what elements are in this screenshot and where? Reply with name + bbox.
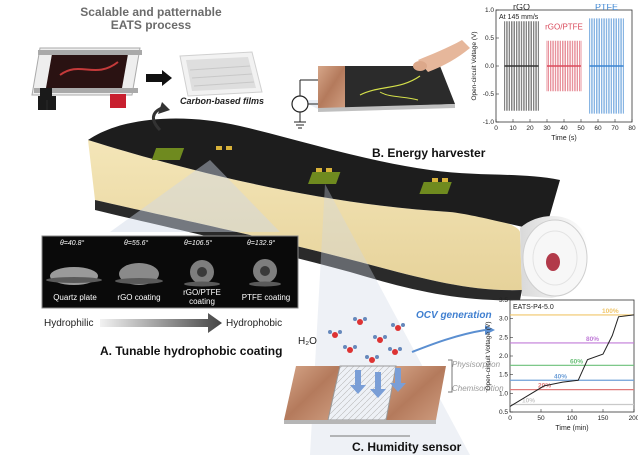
process-title-line1: Scalable and patternable [80,5,222,19]
angle-rgo-ptfe: θ=106.5° [184,240,213,247]
humidity-x-tick-label: 100 [567,415,578,422]
harvester-device [318,66,455,112]
droplet-rgo [115,263,163,285]
h2o-label: H₂O [298,336,317,347]
water-molecules [328,317,405,363]
finger-illustration [413,40,470,72]
humidity-y-tick-label: 1.5 [499,372,508,379]
angle-ptfe: θ=132.9° [247,240,276,247]
energy-harvester-title: B. Energy harvester [372,146,486,160]
hydrophobic-label: Hydrophobic [226,318,283,329]
process-title-line2: EATS process [110,18,192,32]
energy-x-tick-label: 0 [494,125,498,132]
energy-y-tick-label: 0.0 [485,63,494,70]
energy-x-tick-label: 60 [594,125,602,132]
curve-arrow-head [158,102,170,114]
energy-x-tick-label: 70 [611,125,619,132]
energy-y-tick-label: 0.5 [485,35,494,42]
humidity-y-tick-label: 3.0 [499,316,508,323]
humidity-x-axis-label: Time (min) [555,425,588,432]
process-title: Scalable and patternable EATS process [66,6,236,32]
zoom-cone-a [110,160,280,232]
gradient-arrow [100,313,222,333]
humidity-x-tick-label: 0 [508,415,512,422]
humidity-x-tick-label: 200 [629,415,638,422]
energy-y-tick-label: 1.0 [485,7,494,14]
device-chip [151,146,232,160]
energy-x-tick-label: 30 [543,125,551,132]
chemisorption-label: Chemisorption [452,384,504,393]
energy-x-tick-label: 20 [526,125,534,132]
carbon-film-label: Carbon-based films [180,96,265,106]
ocv-generation-label: OCV generation [416,310,492,321]
energy-y-axis-label: Open-circuit Voltage (V) [471,31,478,100]
humidity-x-tick-label: 150 [598,415,609,422]
humidity-y-tick-label: 3.5 [499,297,508,304]
device-chip [419,178,452,194]
humidity-level-label-3: 60% [570,358,583,365]
energy-series-label-0: rGO [513,4,530,12]
humidity-y-tick-label: 2.5 [499,334,508,341]
energy-x-axis-label: Time (s) [551,135,576,142]
label-ptfe: PTFE coating [241,293,291,302]
adsorption-arrows [350,325,495,398]
energy-y-tick-label: -1.0 [483,119,495,126]
label-quartz: Quartz plate [53,293,97,302]
humidity-x-tick-label: 50 [537,415,545,422]
energy-y-tick-label: -0.5 [483,91,495,98]
coating-title: A. Tunable hydrophobic coating [100,344,283,358]
carbon-film-illustration [179,51,263,97]
energy-chart-title: At 145 mm/s [499,14,539,21]
droplet-ptfe [249,259,281,287]
humidity-plot-frame [509,299,635,413]
droplet-rgo-ptfe [184,260,220,287]
angle-rgo: θ=55.6° [124,240,149,247]
humidity-ocv-line [509,314,635,407]
humidity-title: C. Humidity sensor [352,440,462,454]
energy-x-tick-label: 50 [577,125,585,132]
eats-device-illustration [31,47,142,110]
energy-series-label-1: rGO/PTFE [545,22,583,31]
hydrophilic-label: Hydrophilic [44,318,94,329]
label-rgo-ptfe: rGO/PTFE coating [183,288,221,306]
energy-x-tick-label: 10 [509,125,517,132]
humidity-level-label-5: 100% [602,308,619,315]
humidity-y-tick-label: 1.0 [499,390,508,397]
device-chip [308,168,341,184]
humidity-level-label-4: 80% [586,336,599,343]
voltmeter-icon [291,79,318,129]
humidity-y-axis-label: Open-circuit Voltage (V) [485,321,492,390]
energy-series-label-2: PTFE [595,4,618,12]
humidity-y-tick-label: 0.5 [499,409,508,416]
humidity-level-label-0: 10% [522,398,535,405]
right-arrow-icon [146,70,172,86]
energy-x-tick-label: 80 [628,125,636,132]
droplet-quartz [46,267,102,285]
film-roll [520,215,589,298]
label-rgo: rGO coating [117,293,161,302]
humidity-chart-title: EATS-P4-5.0 [513,304,554,311]
humidity-level-label-2: 40% [554,373,567,380]
energy-x-tick-label: 40 [560,125,568,132]
angle-quartz: θ=40.8° [60,240,85,247]
humidity-y-tick-label: 2.0 [499,353,508,360]
physisorption-label: Physisorption [452,360,501,369]
